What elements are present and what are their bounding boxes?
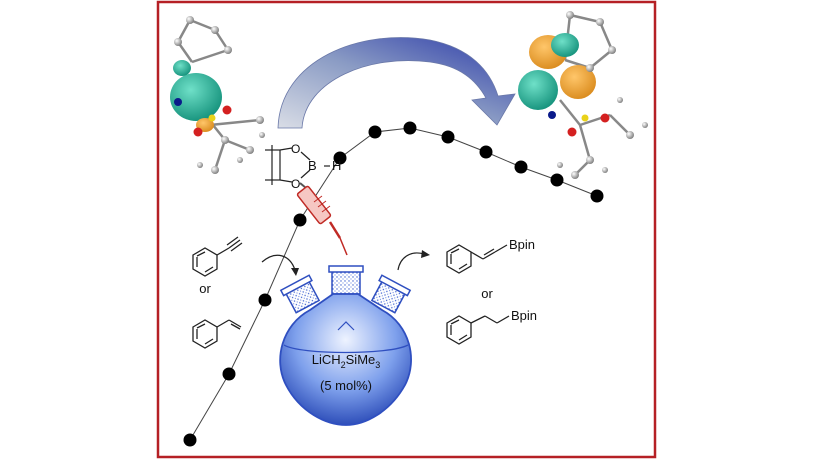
oxygen-label: O xyxy=(291,142,300,156)
bpin-label: Bpin xyxy=(509,237,535,252)
transformation-arrow xyxy=(277,37,516,129)
reaction-point xyxy=(403,121,417,135)
product-arrow xyxy=(397,252,425,271)
reaction-point xyxy=(222,367,236,381)
pinacolborane-structure xyxy=(265,145,330,185)
reaction-point xyxy=(550,173,564,187)
figure-frame xyxy=(156,0,657,459)
reaction-point xyxy=(590,189,604,203)
catalyst-label: LiCH2SiMe3 xyxy=(312,352,381,370)
boron-label: B xyxy=(308,158,317,173)
hydride-label: H xyxy=(332,158,341,173)
product-arrow-head xyxy=(421,250,430,258)
reaction-coordinate xyxy=(183,121,604,447)
reaction-point xyxy=(258,293,272,307)
reaction-point xyxy=(368,125,382,139)
oxygen-label: O xyxy=(291,177,300,191)
orbital-structure-left xyxy=(170,16,265,174)
reaction-point xyxy=(441,130,455,144)
addition-arrow xyxy=(261,254,296,271)
reaction-point xyxy=(479,145,493,159)
or-connector: or xyxy=(199,281,211,296)
phenylacetylene-structure xyxy=(192,236,243,277)
reaction-point xyxy=(183,433,197,447)
syringe-icon xyxy=(296,182,348,256)
orbital-structure-right xyxy=(518,11,648,179)
reaction-point xyxy=(514,160,528,174)
bpin-label: Bpin xyxy=(511,308,537,323)
reaction-flask xyxy=(279,265,412,426)
alkylboronate-structure xyxy=(446,315,510,345)
vinylboronate-structure xyxy=(446,244,508,274)
or-connector: or xyxy=(481,286,493,301)
reaction-point xyxy=(333,151,347,165)
styrene-structure xyxy=(192,319,242,349)
addition-arrow-head xyxy=(291,268,299,276)
reaction-point xyxy=(293,213,307,227)
catalyst-loading: (5 mol%) xyxy=(320,378,372,393)
